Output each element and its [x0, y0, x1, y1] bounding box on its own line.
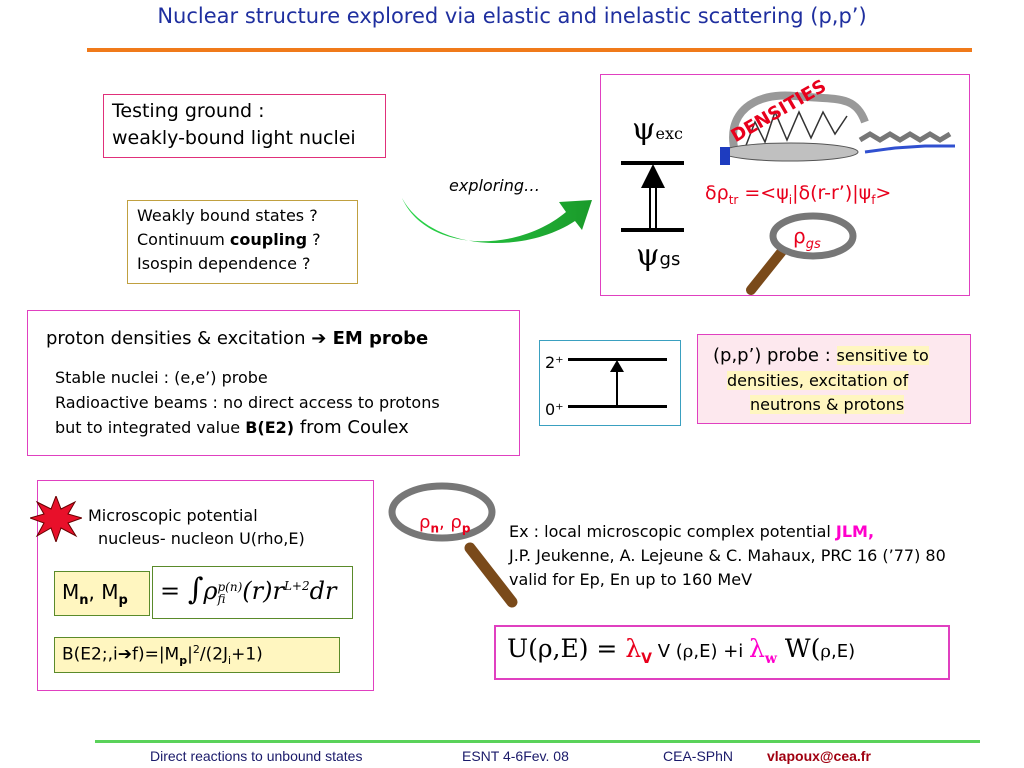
potential-formula: U(ρ,E) = λV V (ρ,E) +i λw W(ρ,E): [507, 634, 856, 667]
weakly-line3: Isospin dependence ?: [137, 254, 311, 273]
microscopic-line2: nucleus- nucleon U(rho,E): [98, 529, 305, 548]
formula-box: [152, 566, 353, 619]
psi-gs-label: ψgs: [636, 238, 681, 273]
rho-np-label: ρn, ρp: [419, 512, 471, 536]
microscopic-line1: Microscopic potential: [88, 506, 258, 525]
upper-level-line: [568, 358, 667, 361]
em-probe-box: [27, 310, 520, 456]
lower-level-line: [568, 405, 667, 408]
be2-box: [54, 637, 340, 673]
ex-line2: J.P. Jeukenne, A. Lejeune & C. Mahaux, P…: [509, 546, 946, 565]
footer-talk-title: Direct reactions to unbound states: [150, 748, 363, 764]
rho-gs-label: ρgs: [793, 224, 821, 252]
delta-rho-formula: δρtr =<ψi|δ(r-r’)|ψf>: [705, 182, 892, 207]
weakly-line2: Continuum coupling ?: [137, 230, 321, 249]
footer-event: ESNT 4-6Fev. 08: [462, 748, 569, 764]
exploring-arrow-icon: [402, 198, 592, 244]
magnifier-icon-2: [388, 482, 518, 608]
level-scheme-box: [600, 74, 970, 296]
magnifier-icon: [746, 212, 857, 295]
weakly-bound-box: [127, 200, 358, 284]
em-probe-title: proton densities & excitation ➔ EM probe: [46, 328, 429, 349]
level-upper-label: 2⁺: [545, 353, 564, 372]
radioactive-beams-text: Radioactive beams : no direct access to …: [55, 393, 440, 412]
pp-probe-line1: (p,p’) probe : sensitive to: [713, 345, 929, 366]
footer-rule: [95, 740, 980, 743]
mnmp-label: Mn, Mp: [62, 580, 128, 608]
be2-coulex-text: but to integrated value B(E2) from Coule…: [55, 417, 409, 438]
pp-probe-line2: densities, excitation of: [727, 371, 909, 390]
mnmp-box: [54, 571, 150, 616]
burst-icon: [30, 496, 82, 542]
potential-box: [494, 625, 950, 680]
ex-line3: valid for Ep, En up to 160 MeV: [509, 570, 753, 589]
excited-level-line: [621, 161, 684, 165]
exploring-label: exploring…: [449, 176, 541, 195]
be2-formula: B(E2;,i➔f)=|Mp|2/(2Ji+1): [62, 643, 263, 668]
trap-icon: [720, 91, 955, 165]
title-underline: [87, 48, 972, 52]
weakly-line1: Weakly bound states ?: [137, 206, 318, 225]
microscopic-box: [37, 480, 374, 691]
testing-ground-line1: Testing ground :: [112, 100, 265, 122]
testing-ground-line2: weakly-bound light nuclei: [112, 127, 356, 149]
ground-level-line: [621, 228, 684, 232]
testing-ground-box: [103, 94, 386, 158]
page-title: Nuclear structure explored via elastic a…: [157, 4, 867, 28]
pp-probe-line3: neutrons & protons: [750, 395, 905, 414]
stable-nuclei-text: Stable nuclei : (e,e’) probe: [55, 368, 268, 387]
psi-exc-label: ψexc: [632, 112, 683, 147]
level-arrow-icon: [610, 360, 624, 406]
integral-formula: = ∫ρp(n)fi(r)rL+2dr: [160, 572, 337, 607]
ex-line1: Ex : local microscopic complex potential…: [509, 522, 875, 541]
footer-email[interactable]: vlapoux@cea.fr: [767, 748, 871, 764]
transition-arrow-icon: [641, 164, 665, 228]
levels-box: [539, 340, 681, 426]
level-lower-label: 0⁺: [545, 400, 564, 419]
footer-lab: CEA-SPhN: [663, 748, 734, 764]
